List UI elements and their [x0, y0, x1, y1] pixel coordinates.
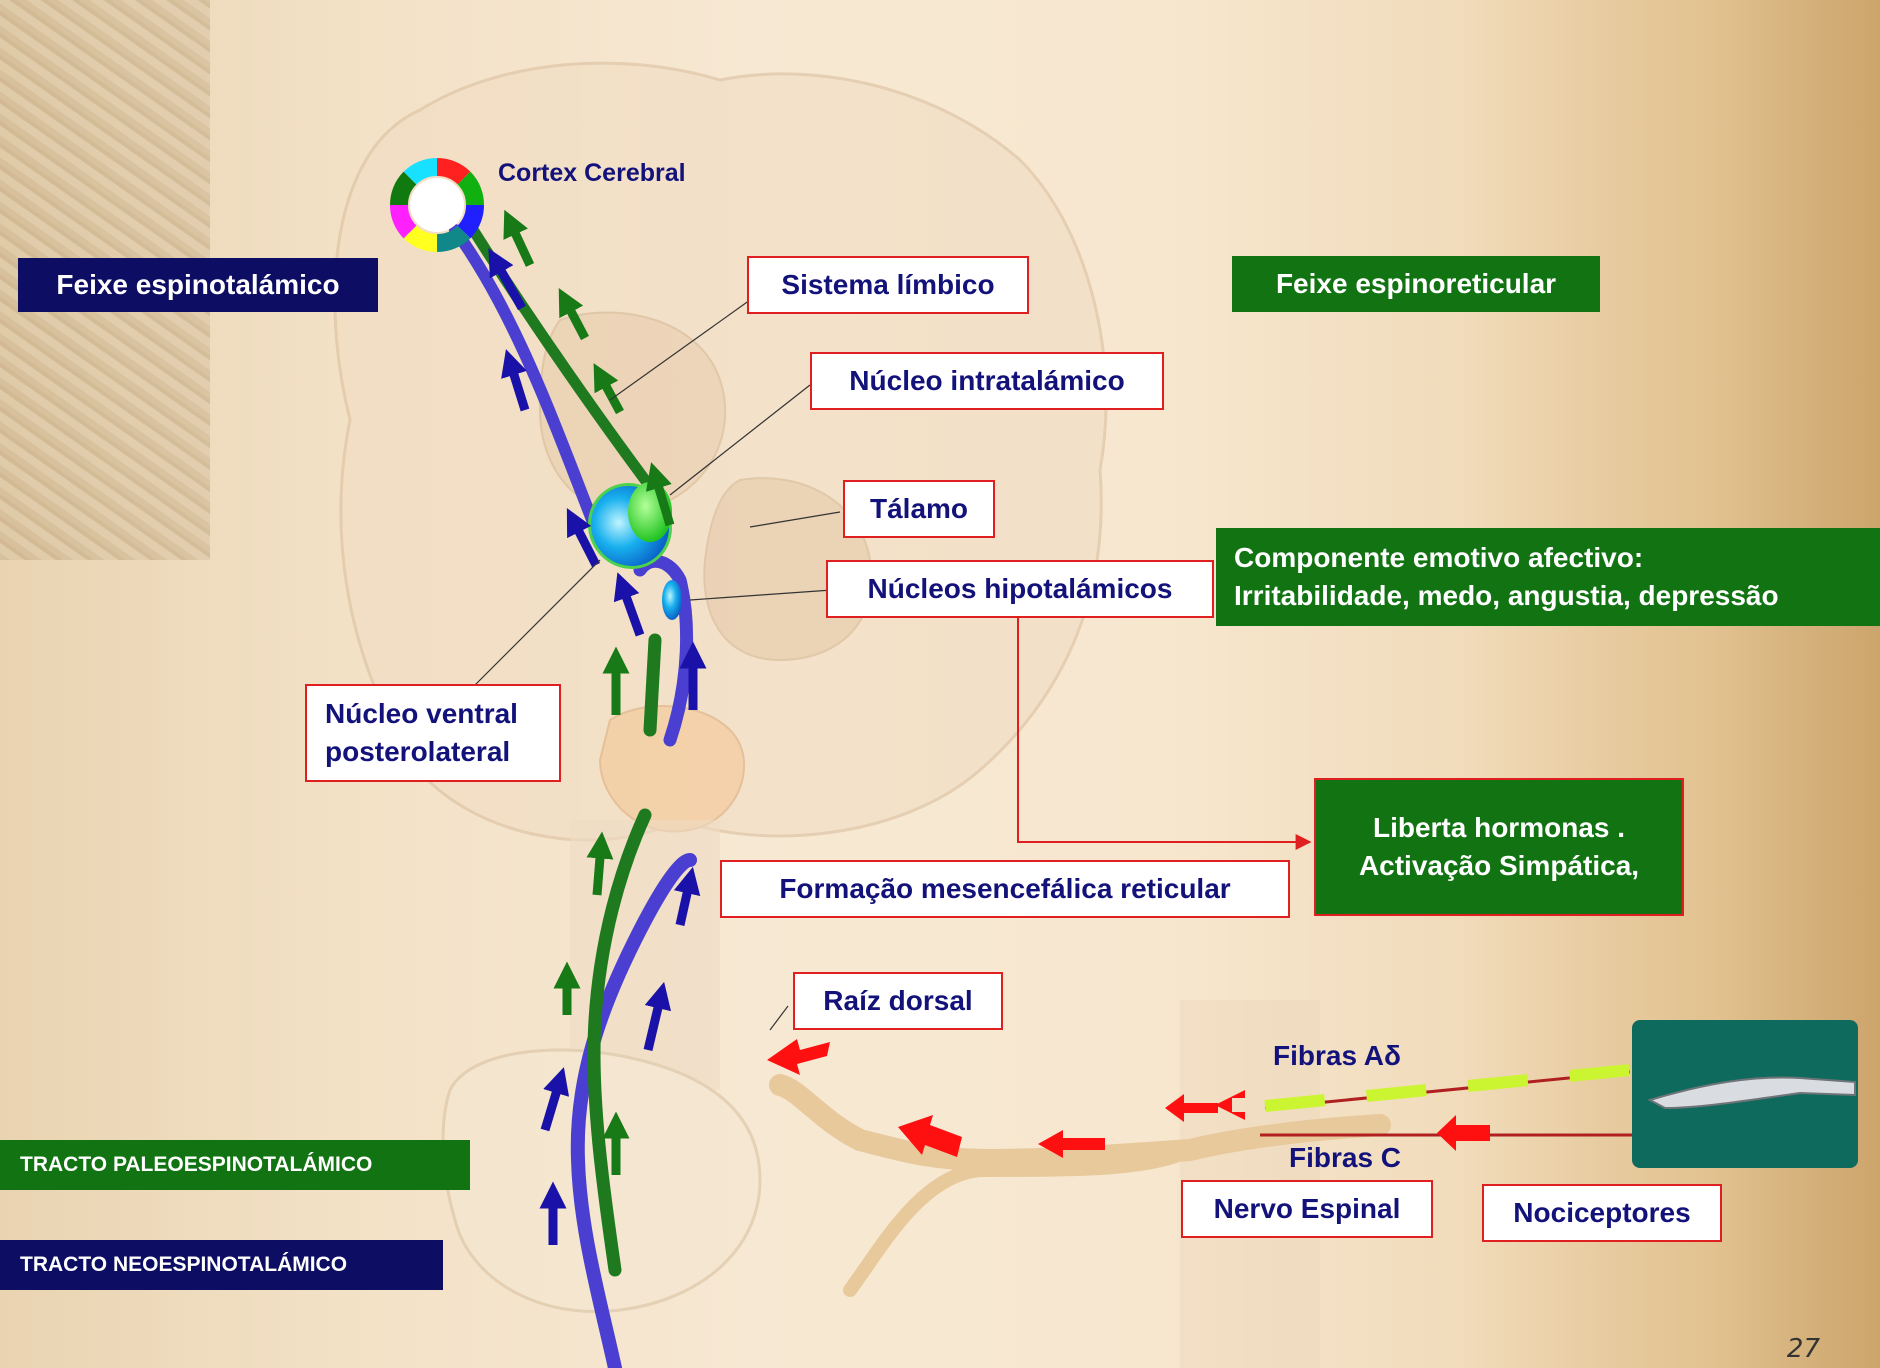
nervo-espinal-label: Nervo Espinal	[1181, 1180, 1433, 1238]
feixe-espinoreticular-label: Feixe espinoreticular	[1232, 256, 1600, 312]
nucleo-ventral-line-1: Núcleo ventral	[325, 695, 518, 733]
sistema-limbico-label: Sistema límbico	[747, 256, 1029, 314]
slide-number: 27	[1787, 1334, 1820, 1364]
cortex-label: Cortex Cerebral	[498, 155, 708, 191]
nociceptores-label: Nociceptores	[1482, 1184, 1722, 1242]
liberta-hormonas-label: Liberta hormonas . Activação Simpática,	[1314, 778, 1684, 916]
componente-line-1: Componente emotivo afectivo:	[1234, 539, 1643, 577]
cycle-icon	[399, 167, 475, 243]
scalpel-image	[1632, 1020, 1858, 1168]
tracto-paleoespinotalamico-label: TRACTO PALEOESPINOTALÁMICO	[0, 1140, 470, 1190]
nucleo-ventral-label: Núcleo ventral posterolateral	[305, 684, 561, 782]
liberta-line-2: Activação Simpática,	[1359, 847, 1639, 885]
feixe-espinotalamico-label: Feixe espinotalámico	[18, 258, 378, 312]
fibras-c-label: Fibras C	[1270, 1138, 1420, 1178]
tracto-neoespinotalamico-label: TRACTO NEOESPINOTALÁMICO	[0, 1240, 443, 1290]
hypothalamic-nucleus	[662, 580, 682, 620]
nucleos-hipotalamicos-label: Núcleos hipotalámicos	[826, 560, 1214, 618]
componente-emotivo-label: Componente emotivo afectivo: Irritabilid…	[1216, 528, 1880, 626]
nucleo-intratalamico-label: Núcleo intratalámico	[810, 352, 1164, 410]
talamo-label: Tálamo	[843, 480, 995, 538]
componente-line-2: Irritabilidade, medo, angustia, depressã…	[1234, 577, 1779, 615]
liberta-line-1: Liberta hormonas .	[1373, 809, 1625, 847]
nucleo-ventral-line-2: posterolateral	[325, 733, 510, 771]
fibras-ad-label: Fibras Aδ	[1262, 1036, 1412, 1076]
raiz-dorsal-label: Raíz dorsal	[793, 972, 1003, 1030]
formacao-reticular-label: Formação mesencefálica reticular	[720, 860, 1290, 918]
